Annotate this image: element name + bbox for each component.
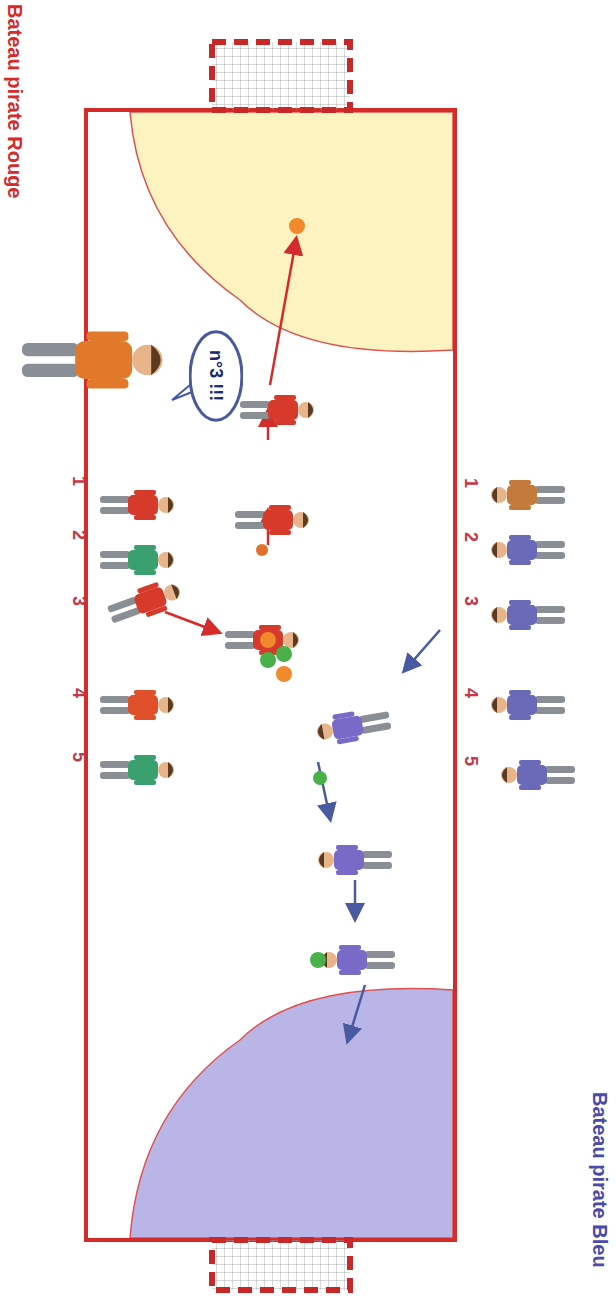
player-number: 2	[70, 530, 88, 540]
player-number: 2	[462, 532, 480, 542]
player-number: 4	[462, 688, 480, 698]
speech-bubble: n°3 !!!	[189, 330, 243, 422]
player-number: 5	[70, 752, 88, 762]
player-number: 5	[462, 756, 480, 766]
team-title: Bateau pirate Bleu	[590, 1092, 610, 1268]
player-number: 3	[70, 596, 88, 606]
player-number: 1	[70, 476, 88, 486]
player-number: 3	[462, 596, 480, 606]
player-number: 4	[70, 688, 88, 698]
speech-text: n°3 !!!	[207, 350, 225, 401]
team-title: Bateau pirate Rouge	[5, 4, 25, 198]
player-number: 1	[462, 478, 480, 488]
